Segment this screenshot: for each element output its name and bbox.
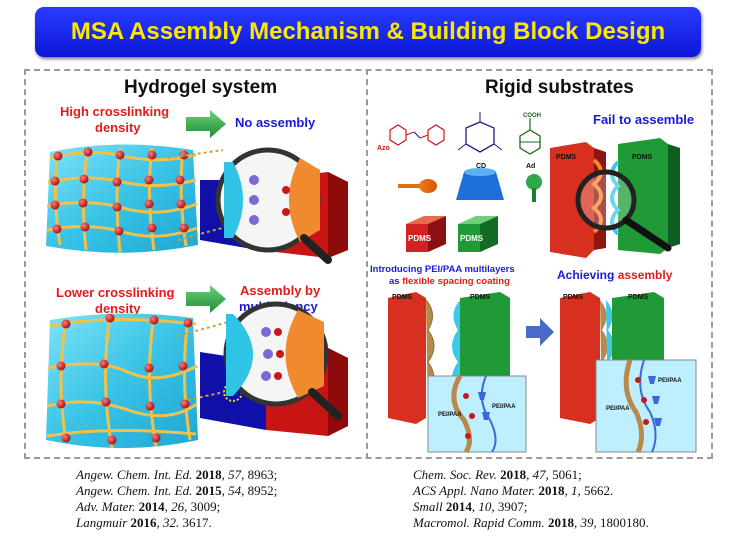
ad-guest-icon — [526, 174, 542, 202]
cooh-label: COOH — [523, 113, 541, 119]
reference-page: 3617. — [182, 515, 212, 530]
dense-hydrogel-network — [46, 144, 198, 253]
azo-label: Azo — [377, 145, 390, 152]
reference-page: 1800180. — [599, 515, 649, 530]
achieving-assembly-label: Achieving assembly — [557, 268, 672, 282]
pei-paa-label-left-1: PEI/PAA — [438, 412, 462, 418]
reference-item: Macromol. Rapid Comm. 2018, 39, 1800180. — [413, 515, 649, 530]
rigid-heading: Rigid substrates — [485, 77, 634, 98]
reference-year: 2014 — [445, 499, 472, 514]
reference-item: Angew. Chem. Int. Ed. 2018, 57, 8963; — [76, 467, 278, 482]
reference-year: 2016 — [130, 515, 157, 530]
panel-divider — [366, 69, 368, 459]
pdms-label-fail-green: PDMS — [632, 154, 653, 161]
reference-year: 2018 — [547, 515, 574, 530]
reference-volume: 32. — [163, 515, 180, 530]
azo-guest-icon — [398, 179, 437, 193]
reference-year: 2014 — [138, 499, 165, 514]
assembly-by-label: Assembly by — [240, 283, 321, 298]
pei-paa-label-right-1: PEI/PAA — [606, 406, 630, 412]
achieving-prefix: Achieving — [557, 268, 618, 282]
reference-item: Small 2014, 10, 3907; — [413, 499, 528, 514]
title-banner: MSA Assembly Mechanism & Building Block … — [35, 7, 701, 57]
reference-journal: Macromol. Rapid Comm. — [413, 515, 545, 530]
high-crosslink-label-1: High crosslinking — [60, 104, 170, 119]
reference-journal: ACS Appl. Nano Mater. — [413, 483, 536, 498]
rigid-substrate-illustration — [388, 112, 697, 454]
content-frame — [24, 69, 713, 459]
spacing-coating-highlight: flexible spacing coating — [402, 276, 510, 287]
magnifier-icon-high — [215, 147, 332, 264]
references-right: Chem. Soc. Rev. 2018, 47, 5061; ACS Appl… — [413, 467, 649, 531]
reference-journal: Small — [413, 499, 443, 514]
arrow-icon-right — [526, 318, 554, 346]
achieving-highlight: assembly — [617, 268, 673, 282]
pdms-cube-green — [458, 216, 498, 252]
reference-item: Adv. Mater. 2014, 26, 3009; — [76, 499, 221, 514]
references-left: Angew. Chem. Int. Ed. 2018, 57, 8963; An… — [76, 467, 277, 531]
lower-crosslink-label-1: Lower crosslinking — [56, 285, 175, 300]
reference-volume: 26 — [171, 499, 185, 514]
reference-page: 5662. — [583, 483, 614, 498]
loose-hydrogel-network — [46, 313, 198, 449]
pdms-label-coat-red: PDMS — [392, 294, 413, 301]
reference-year: 2015 — [195, 483, 222, 498]
zoom-inset-right — [595, 359, 697, 454]
pdms-label-green: PDMS — [460, 234, 484, 243]
hydrogel-heading: Hydrogel system — [124, 77, 278, 98]
reference-volume: 39 — [580, 515, 594, 530]
lower-crosslink-label-2: density — [95, 301, 141, 316]
spacing-coating-label: as flexible spacing coating — [389, 276, 510, 287]
pdms-label-fail-red: PDMS — [556, 154, 577, 161]
reference-volume: 47 — [532, 467, 546, 482]
ad-structure-icon — [519, 118, 541, 155]
reference-volume: 10 — [478, 499, 492, 514]
azo-structure-icon — [389, 124, 445, 146]
high-crosslink-label-2: density — [95, 120, 141, 135]
introducing-label: Introducing PEI/PAA multilayers — [370, 264, 515, 275]
reference-page: 8963; — [247, 467, 278, 482]
no-assembly-label: No assembly — [235, 115, 316, 130]
reference-volume: 57 — [228, 467, 242, 482]
reference-journal: Angew. Chem. Int. Ed. — [76, 483, 193, 498]
fail-to-assemble-label: Fail to assemble — [593, 112, 695, 127]
arrow-icon-low — [186, 285, 226, 313]
cd-label: CD — [476, 163, 487, 170]
pdms-label-ach-green: PDMS — [628, 294, 649, 301]
reference-journal: Adv. Mater. — [76, 499, 136, 514]
cd-structure-icon — [457, 112, 503, 153]
ad-label: Ad — [526, 163, 536, 170]
reference-volume: 1 — [570, 483, 578, 498]
reference-page: 3009; — [190, 499, 221, 514]
zoom-inset-left — [427, 374, 527, 454]
spacing-coating-prefix: as — [389, 276, 403, 287]
reference-item: ACS Appl. Nano Mater. 2018, 1, 5662. — [413, 483, 614, 498]
reference-journal: Langmuir — [76, 515, 128, 530]
arrow-icon-high — [186, 110, 226, 138]
reference-journal: Angew. Chem. Int. Ed. — [76, 467, 193, 482]
reference-page: 8952; — [247, 483, 278, 498]
page-title: MSA Assembly Mechanism & Building Block … — [70, 18, 666, 45]
reference-page: 3907; — [497, 499, 528, 514]
reference-journal: Chem. Soc. Rev. — [413, 467, 497, 482]
pdms-label-coat-green: PDMS — [470, 294, 491, 301]
reference-page: 5061; — [552, 467, 582, 482]
magnifier-icon-low — [223, 301, 342, 420]
reference-item: Langmuir 2016, 32. 3617. — [76, 515, 212, 530]
hydrogel-illustration — [46, 110, 348, 449]
pdms-label-red: PDMS — [408, 234, 432, 243]
reference-volume: 54 — [228, 483, 242, 498]
magnifier-icon-fail — [575, 169, 672, 252]
pdms-cube-red — [406, 216, 446, 252]
reference-year: 2018 — [500, 467, 527, 482]
reference-year: 2018 — [195, 467, 222, 482]
pdms-label-ach-red: PDMS — [563, 294, 584, 301]
reference-item: Chem. Soc. Rev. 2018, 47, 5061; — [413, 467, 582, 482]
reference-year: 2018 — [538, 483, 565, 498]
cd-host-icon — [456, 168, 504, 200]
reference-item: Angew. Chem. Int. Ed. 2015, 54, 8952; — [76, 483, 278, 498]
pei-paa-label-left-2: PEI/PAA — [492, 404, 516, 410]
pei-paa-label-right-2: PEI/PAA — [658, 378, 682, 384]
